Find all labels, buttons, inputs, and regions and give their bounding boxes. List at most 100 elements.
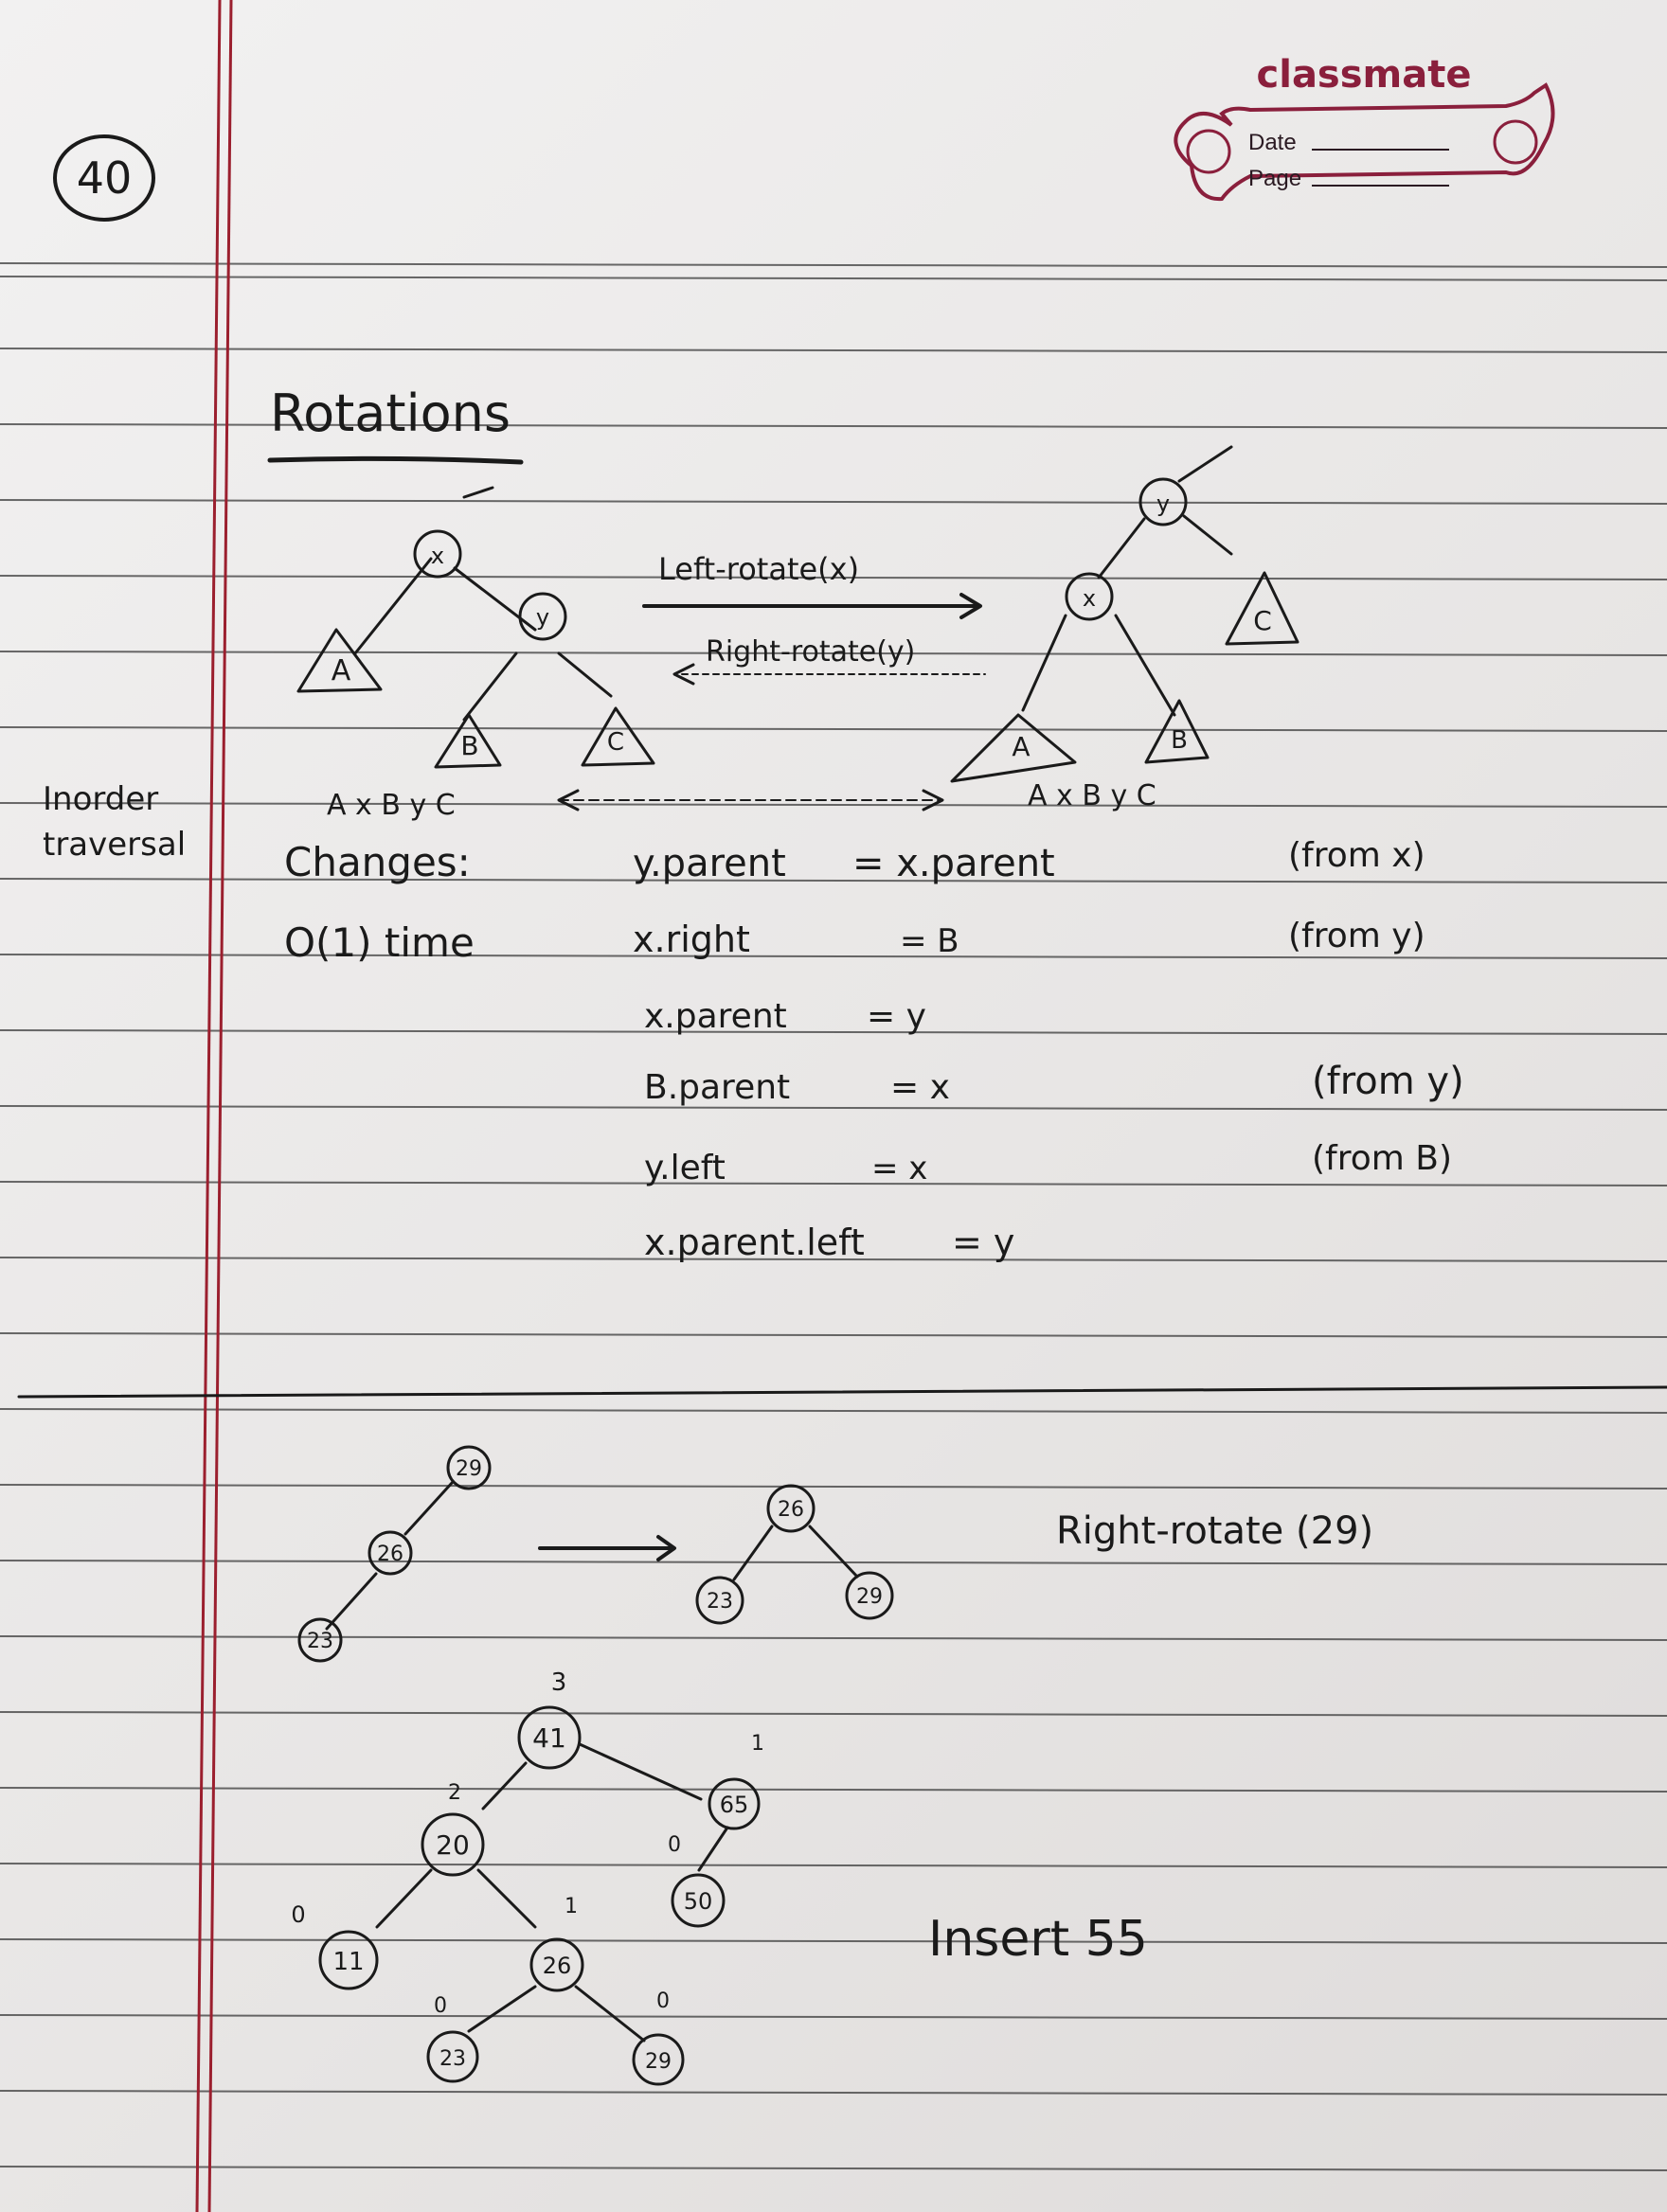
insert-node-11 (318, 1930, 379, 1990)
margin-note-line1: Inorder (43, 780, 158, 818)
svg-text:2: 2 (448, 1781, 461, 1805)
change-1-rhs: = x.parent (852, 842, 1055, 885)
changes-block: Changes: O(1) time y.parent = x.parent x… (284, 836, 1464, 1263)
svg-text:41: 41 (532, 1722, 566, 1754)
svg-text:0: 0 (668, 1833, 681, 1857)
complexity-note: O(1) time (284, 919, 475, 966)
svg-text:x: x (1083, 585, 1096, 612)
tree-node-y-label: y (536, 604, 549, 631)
title-block: Rotations (267, 384, 524, 465)
change-1-lhs: y.parent (633, 842, 786, 885)
svg-text:B: B (460, 730, 478, 761)
svg-text:0: 0 (434, 1994, 447, 2018)
svg-text:29: 29 (645, 2050, 672, 2074)
classmate-logo: classmate Date Page (1174, 53, 1555, 202)
rotation-arrows: Left-rotate(x) Right-rotate(y) (557, 551, 986, 812)
svg-text:11: 11 (332, 1948, 364, 1976)
date-label: Date (1248, 130, 1297, 155)
svg-text:C: C (607, 728, 624, 757)
subtree-A-right (950, 713, 1077, 783)
change-6-lhs: x.parent.left (644, 1222, 865, 1263)
svg-text:50: 50 (684, 1888, 713, 1915)
page-number-mark: 40 (53, 134, 155, 222)
brand-name: classmate (1257, 53, 1472, 97)
svg-text:23: 23 (707, 1590, 733, 1614)
svg-text:23: 23 (307, 1630, 333, 1653)
change-6-rhs: = y (952, 1222, 1014, 1263)
subtree-B-right (1144, 699, 1210, 764)
page-number: 40 (77, 152, 133, 204)
example-node-23 (297, 1617, 343, 1663)
subtree-C-right (1225, 571, 1300, 646)
example-after-right (845, 1571, 894, 1620)
tree-node-x-right (1065, 572, 1114, 621)
subtree-B (434, 713, 502, 769)
tree-node-x (413, 529, 462, 579)
tree-node-x-label: x (431, 543, 444, 569)
insert-node-20 (421, 1812, 485, 1877)
change-3-lhs: x.parent (644, 997, 787, 1036)
svg-text:26: 26 (543, 1953, 572, 1979)
svg-text:29: 29 (856, 1585, 883, 1609)
svg-text:26: 26 (377, 1543, 403, 1566)
insert-tree: 41 3 20 2 65 1 11 0 26 1 50 0 23 0 29 0 … (291, 1668, 1148, 2086)
change-3-rhs: = y (867, 997, 926, 1036)
svg-text:A: A (1012, 731, 1030, 762)
change-4-rhs: = x (890, 1068, 950, 1107)
subtree-C (581, 706, 655, 767)
section-divider (17, 1385, 1667, 1399)
example-rotation: 29 26 23 26 23 29 Right-rotate (29) (297, 1445, 1373, 1663)
svg-text:20: 20 (436, 1829, 470, 1861)
example-caption: Right-rotate (29) (1056, 1509, 1373, 1553)
insert-caption: Insert 55 (928, 1911, 1148, 1968)
example-after-root (766, 1484, 816, 1533)
svg-text:0: 0 (656, 1989, 670, 2013)
margin-note: Inorder traversal (43, 780, 186, 864)
tree-node-y (518, 592, 567, 641)
insert-node-29 (632, 2033, 685, 2086)
svg-text:C: C (1253, 605, 1272, 636)
svg-text:B: B (1171, 726, 1188, 755)
example-node-29 (446, 1445, 492, 1490)
svg-text:29: 29 (456, 1457, 482, 1481)
svg-text:A: A (332, 654, 351, 687)
change-5-rhs: = x (871, 1150, 927, 1187)
change-note-4: (from B) (1312, 1139, 1452, 1178)
subtree-A (296, 628, 383, 693)
left-inorder: A x B y C (327, 789, 456, 822)
svg-text:y: y (1156, 491, 1170, 517)
example-after-left (695, 1576, 744, 1625)
insert-node-50 (671, 1873, 726, 1928)
change-2-lhs: x.right (633, 919, 750, 960)
right-tree: y x C A B A x B y C (950, 445, 1300, 812)
change-note-2: (from y) (1288, 917, 1425, 955)
change-5-lhs: y.left (644, 1149, 726, 1187)
svg-text:1: 1 (751, 1732, 764, 1756)
svg-text:0: 0 (291, 1901, 305, 1928)
change-note-1: (from x) (1288, 836, 1425, 875)
left-rotate-label: Left-rotate(x) (658, 551, 859, 587)
left-tree: x y A B C A x B y C (296, 486, 655, 822)
svg-text:26: 26 (778, 1498, 804, 1522)
svg-text:1: 1 (565, 1895, 578, 1918)
svg-text:3: 3 (551, 1668, 567, 1697)
margin-note-line2: traversal (43, 826, 186, 864)
right-rotate-label: Right-rotate(y) (706, 635, 915, 669)
svg-text:23: 23 (439, 2047, 466, 2071)
right-inorder: A x B y C (1028, 779, 1156, 812)
page-label: Page (1248, 166, 1301, 191)
margin-lines (195, 0, 233, 2212)
insert-node-23 (426, 2030, 479, 2083)
insert-node-41 (517, 1705, 582, 1770)
svg-text:65: 65 (720, 1792, 749, 1818)
insert-node-26 (529, 1937, 584, 1992)
change-4-lhs: B.parent (644, 1068, 790, 1107)
page-title: Rotations (270, 384, 511, 443)
example-node-26 (367, 1530, 413, 1576)
changes-heading: Changes: (284, 839, 471, 885)
change-note-3: (from y) (1312, 1060, 1464, 1103)
change-2-rhs: = B (900, 922, 959, 960)
tree-node-y-right (1138, 477, 1188, 526)
